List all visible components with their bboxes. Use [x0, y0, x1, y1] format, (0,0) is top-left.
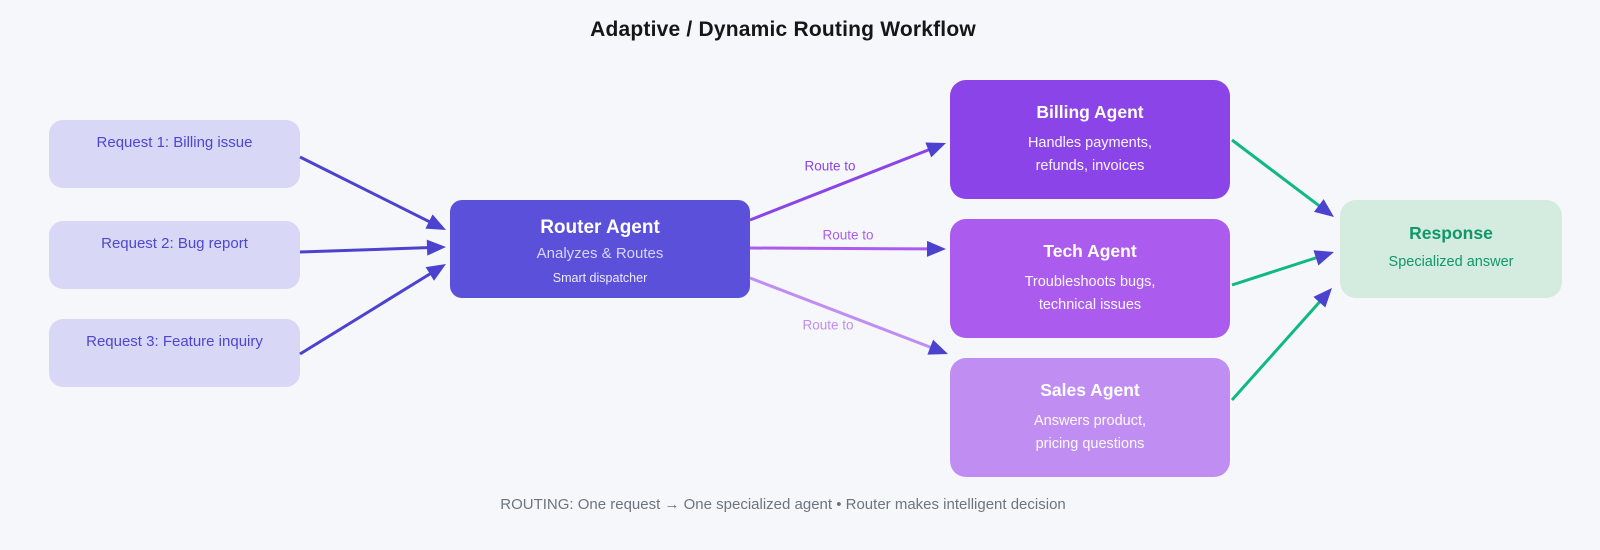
request-1-label: Request 1: Billing issue — [96, 134, 253, 151]
router-agent-title: Router Agent — [540, 217, 660, 238]
request-3-label: Request 3: Feature inquiry — [86, 333, 263, 350]
response-node: Response Specialized answer — [1340, 200, 1562, 298]
flow-arrow-line — [749, 276, 935, 351]
billing-agent-desc-line1: Handles payments, — [1027, 135, 1153, 151]
request-3-node: Request 3: Feature inquiry — [49, 319, 300, 387]
response-title: Response — [1409, 223, 1493, 243]
request-1-node: Request 1: Billing issue — [49, 120, 300, 188]
request-2-label: Request 2: Bug report — [101, 235, 248, 252]
flow-arrowhead — [1313, 250, 1334, 266]
router-agent-subtitle: Analyzes & Routes — [536, 245, 664, 262]
sales-agent-title: Sales Agent — [1040, 380, 1140, 400]
flow-arrowhead — [426, 239, 446, 256]
route-to-label: Route to — [822, 228, 873, 243]
footer-caption: ROUTING: One request → One specialized a… — [500, 496, 1066, 513]
flow-arrowhead — [925, 142, 946, 158]
tech-agent-title: Tech Agent — [1043, 241, 1137, 261]
flow-arrow-line — [749, 147, 933, 222]
flow-arrow-line — [1231, 138, 1323, 210]
tech-agent-desc-line1: Troubleshoots bugs, — [1024, 274, 1156, 290]
response-subtitle: Specialized answer — [1388, 254, 1514, 270]
flow-arrow-line — [299, 246, 432, 254]
request-2-node: Request 2: Bug report — [49, 221, 300, 289]
tech-agent-desc-line2: technical issues — [1038, 297, 1142, 313]
flow-arrow-line — [1230, 298, 1324, 401]
sales-agent-desc-line1: Answers product, — [1033, 413, 1147, 429]
flow-arrowhead — [926, 240, 946, 257]
billing-agent-node: Billing Agent Handles payments, refunds,… — [950, 80, 1230, 199]
tech-agent-node: Tech Agent Troubleshoots bugs, technical… — [950, 219, 1230, 338]
billing-agent-title: Billing Agent — [1036, 102, 1144, 122]
flow-arrowhead — [1314, 199, 1334, 217]
flow-arrow-line — [1231, 255, 1321, 287]
route-to-label: Route to — [804, 159, 855, 174]
flow-arrowhead — [927, 339, 948, 355]
route-to-label: Route to — [802, 318, 853, 333]
flow-arrowhead — [1313, 288, 1332, 308]
sales-agent-desc-line2: pricing questions — [1035, 436, 1145, 452]
diagram-title: Adaptive / Dynamic Routing Workflow — [590, 18, 976, 41]
router-agent-note: Smart dispatcher — [552, 271, 648, 285]
flow-arrow-line — [299, 270, 435, 356]
router-agent-node: Router Agent Analyzes & Routes Smart dis… — [450, 200, 750, 298]
flow-arrowhead — [425, 214, 446, 230]
billing-agent-desc-line2: refunds, invoices — [1035, 158, 1145, 174]
flow-arrow-line — [299, 155, 434, 225]
sales-agent-node: Sales Agent Answers product, pricing que… — [950, 358, 1230, 477]
flow-arrow-line — [749, 246, 932, 251]
flow-arrowhead — [425, 264, 446, 281]
